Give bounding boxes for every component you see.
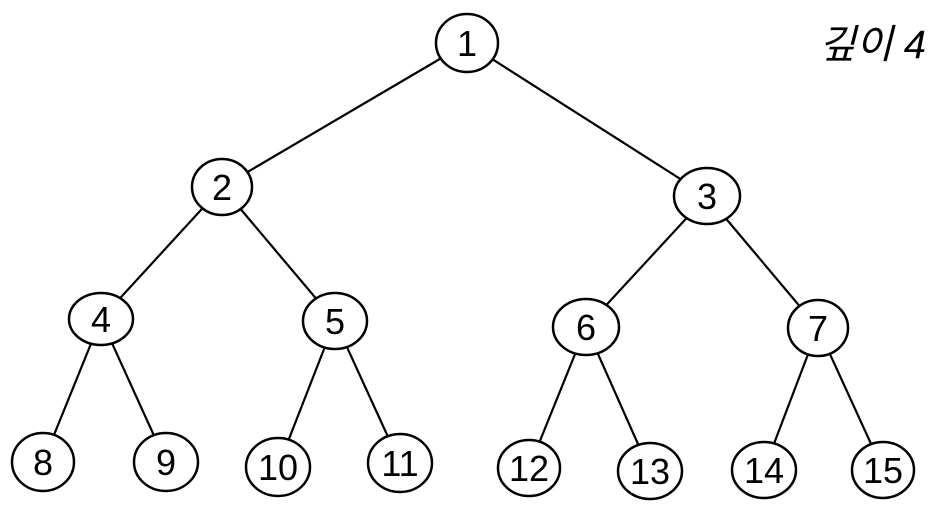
tree-node-7: 7: [786, 298, 850, 358]
tree-node-11: 11: [366, 432, 434, 494]
tree-node-label-13: 13: [630, 451, 670, 492]
tree-edge-1-2: [220, 41, 469, 189]
tree-node-label-2: 2: [212, 167, 232, 208]
tree-node-9: 9: [132, 431, 200, 493]
tree-node-8: 8: [10, 431, 76, 493]
tree-node-10: 10: [244, 436, 312, 498]
tree-node-circle-7: [786, 298, 850, 358]
tree-node-circle-4: [67, 291, 135, 347]
tree-node-circle-1: [434, 12, 500, 74]
tree-node-15: 15: [850, 440, 916, 500]
tree-node-label-5: 5: [325, 301, 345, 342]
tree-node-circle-11: [366, 432, 434, 494]
tree-node-label-12: 12: [509, 448, 549, 489]
tree-node-label-3: 3: [697, 176, 717, 217]
tree-node-circle-12: [496, 438, 562, 498]
tree-node-circle-3: [672, 166, 742, 226]
tree-node-circle-14: [730, 440, 798, 500]
tree-node-circle-5: [301, 291, 369, 351]
tree-node-1: 1: [434, 12, 500, 74]
tree-node-label-8: 8: [33, 442, 53, 483]
tree-edges: [41, 41, 885, 473]
tree-node-2: 2: [190, 157, 254, 217]
depth-label: 깊이 4: [819, 23, 926, 67]
tree-edge-1-3: [465, 41, 709, 198]
tree-node-circle-15: [850, 440, 916, 500]
tree-node-label-14: 14: [744, 450, 784, 491]
tree-node-13: 13: [616, 441, 684, 501]
tree-node-circle-2: [190, 157, 254, 217]
tree-node-label-11: 11: [381, 443, 418, 484]
tree-node-3: 3: [672, 166, 742, 226]
tree-node-circle-13: [616, 441, 684, 501]
tree-node-4: 4: [67, 291, 135, 347]
tree-node-circle-8: [10, 431, 76, 493]
tree-node-14: 14: [730, 440, 798, 500]
tree-node-label-9: 9: [156, 442, 176, 483]
tree-node-12: 12: [496, 438, 562, 498]
tree-node-5: 5: [301, 291, 369, 351]
tree-node-6: 6: [551, 297, 621, 357]
tree-node-label-6: 6: [576, 307, 596, 348]
tree-node-label-7: 7: [808, 308, 828, 349]
tree-node-circle-9: [132, 431, 200, 493]
tree-node-label-1: 1: [457, 23, 477, 64]
tree-node-label-4: 4: [91, 299, 111, 340]
tree-node-label-10: 10: [258, 447, 298, 488]
tree-node-label-15: 15: [863, 450, 903, 491]
tree-node-circle-10: [244, 436, 312, 498]
tree-node-circle-6: [551, 297, 621, 357]
